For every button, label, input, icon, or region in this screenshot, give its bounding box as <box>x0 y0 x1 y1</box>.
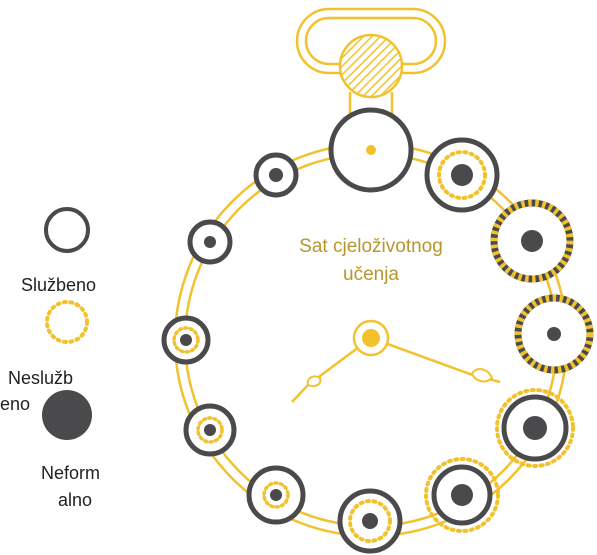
marker-formal-top <box>328 107 414 193</box>
marker-mixed-11 <box>253 152 299 198</box>
legend-informal-label-line1: Neform <box>41 463 101 483</box>
legend-formal-symbol <box>44 207 90 253</box>
marker-mixed-1 <box>424 137 500 213</box>
marker-mixed-6 <box>337 488 403 554</box>
legend-nonformal-label-line2: eno <box>0 394 31 414</box>
clock-hands <box>291 336 501 403</box>
marker-mixed-3 <box>514 294 594 374</box>
clock-title-line1: Sat cjeloživotnog <box>299 236 443 257</box>
legend-informal-symbol <box>42 390 92 440</box>
marker-mixed-4 <box>495 388 575 468</box>
legend-nonformal-symbol <box>45 300 89 344</box>
legend-nonformal-label-line1: Neslužb <box>8 368 74 388</box>
legend-informal-label-line2: alno <box>58 490 93 510</box>
marker-mixed-9 <box>161 315 211 365</box>
marker-mixed-2 <box>490 199 574 283</box>
center-pivot-core <box>362 329 380 347</box>
crown-icon <box>338 33 404 99</box>
marker-mixed-8 <box>183 403 237 457</box>
clock-title-line2: učenja <box>343 264 399 285</box>
legend-formal-label: Službeno <box>21 275 97 295</box>
marker-mixed-5 <box>424 457 500 533</box>
marker-mixed-10 <box>187 219 233 265</box>
marker-mixed-7 <box>246 465 306 525</box>
